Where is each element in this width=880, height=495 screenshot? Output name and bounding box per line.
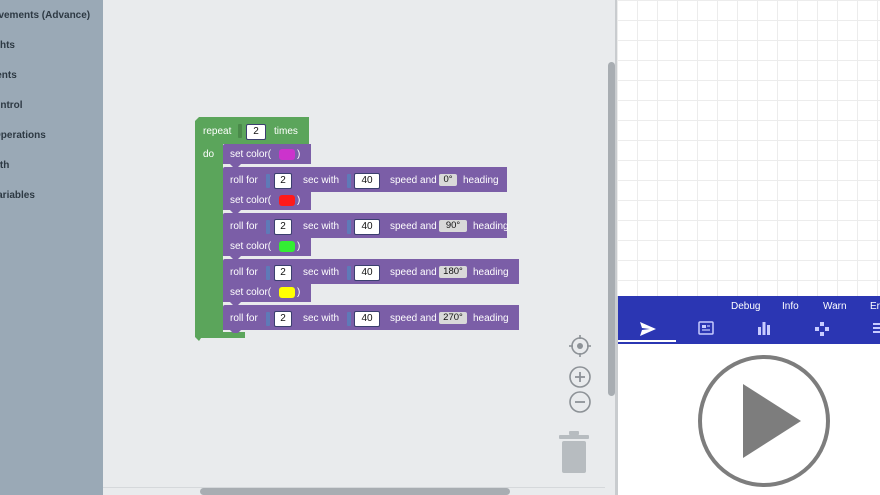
category-movements-advance[interactable]: Movements (Advance) <box>0 10 91 21</box>
trash-icon[interactable] <box>557 430 591 474</box>
tab-error[interactable]: Er <box>870 301 880 312</box>
duration-connector <box>266 266 270 280</box>
heading-input[interactable]: 0° <box>439 174 457 186</box>
active-tab-indicator <box>618 340 676 342</box>
category-control[interactable]: Control <box>0 100 23 111</box>
console-navbar: Debug Info Warn Er <box>618 296 880 344</box>
speed-and-label: speed and <box>390 267 437 278</box>
speed-input[interactable]: 40 <box>354 219 380 235</box>
workspace-bottom-rule <box>103 487 605 488</box>
repeat-keyword: repeat <box>203 126 232 137</box>
tab-warn[interactable]: Warn <box>823 301 847 312</box>
duration-connector <box>266 312 270 326</box>
duration-input[interactable]: 2 <box>274 265 292 281</box>
heading-label: heading <box>473 313 509 324</box>
speed-connector <box>347 174 351 188</box>
tab-info[interactable]: Info <box>782 301 799 312</box>
repeat-block-shape[interactable] <box>195 117 315 343</box>
duration-connector <box>266 220 270 234</box>
category-math[interactable]: Math <box>0 160 10 171</box>
speed-connector <box>347 220 351 234</box>
plus-circle-icon[interactable] <box>568 365 592 389</box>
set-color-close: ) <box>297 287 301 298</box>
speed-and-label: speed and <box>390 313 437 324</box>
panel-divider[interactable] <box>615 0 618 495</box>
sec-with-label: sec with <box>303 313 340 324</box>
set-color-close: ) <box>297 149 301 160</box>
duration-input[interactable]: 2 <box>274 219 292 235</box>
sec-with-label: sec with <box>303 267 340 278</box>
category-lights[interactable]: Lights <box>0 40 15 51</box>
roll-label: roll for <box>230 221 258 232</box>
chip-icon[interactable] <box>698 321 714 335</box>
vertical-scrollbar[interactable] <box>608 62 615 396</box>
player-area <box>618 344 880 495</box>
roll-label: roll for <box>230 175 258 186</box>
minus-circle-icon[interactable] <box>568 390 592 414</box>
speed-input[interactable]: 40 <box>354 265 380 281</box>
color-swatch[interactable] <box>279 241 295 252</box>
play-icon[interactable] <box>697 354 831 488</box>
block-workspace[interactable]: repeat 2 times do set color( ) roll for … <box>103 0 617 495</box>
heading-label: heading <box>463 175 499 186</box>
gamepad-icon[interactable] <box>814 321 830 337</box>
horizontal-scrollbar[interactable] <box>200 488 510 495</box>
repeat-times-label: times <box>274 126 298 137</box>
crosshair-icon[interactable] <box>568 334 592 358</box>
heading-input[interactable]: 90° <box>439 220 467 232</box>
color-swatch[interactable] <box>279 149 295 160</box>
speed-input[interactable]: 40 <box>354 173 380 189</box>
set-color-label: set color( <box>230 287 272 298</box>
tab-debug[interactable]: Debug <box>731 301 761 312</box>
repeat-count-input[interactable]: 2 <box>246 124 266 140</box>
sec-with-label: sec with <box>303 221 340 232</box>
repeat-do-label: do <box>203 149 215 160</box>
speed-and-label: speed and <box>390 221 437 232</box>
set-color-label: set color( <box>230 195 272 206</box>
duration-input[interactable]: 2 <box>274 311 292 327</box>
set-color-close: ) <box>297 241 301 252</box>
category-sidebar: Movements (Advance) Lights Events Contro… <box>0 0 103 495</box>
set-color-close: ) <box>297 195 301 206</box>
category-variables[interactable]: Variables <box>0 190 35 201</box>
category-events[interactable]: Events <box>0 70 17 81</box>
duration-input[interactable]: 2 <box>274 173 292 189</box>
speed-and-label: speed and <box>390 175 437 186</box>
simulator-grid <box>617 0 880 296</box>
heading-label: heading <box>473 221 509 232</box>
speed-connector <box>347 312 351 326</box>
send-icon[interactable] <box>639 321 657 337</box>
sec-with-label: sec with <box>303 175 340 186</box>
bar-chart-icon[interactable] <box>757 321 771 335</box>
heading-input[interactable]: 270° <box>439 312 467 324</box>
color-swatch[interactable] <box>279 195 295 206</box>
set-color-label: set color( <box>230 149 272 160</box>
roll-label: roll for <box>230 313 258 324</box>
roll-label: roll for <box>230 267 258 278</box>
duration-connector <box>266 174 270 188</box>
category-operations[interactable]: Operations <box>0 130 46 141</box>
speed-connector <box>347 266 351 280</box>
color-swatch[interactable] <box>279 287 295 298</box>
list-icon[interactable] <box>872 321 880 335</box>
heading-label: heading <box>473 267 509 278</box>
speed-input[interactable]: 40 <box>354 311 380 327</box>
heading-input[interactable]: 180° <box>439 266 467 278</box>
repeat-count-connector <box>238 124 242 138</box>
set-color-label: set color( <box>230 241 272 252</box>
